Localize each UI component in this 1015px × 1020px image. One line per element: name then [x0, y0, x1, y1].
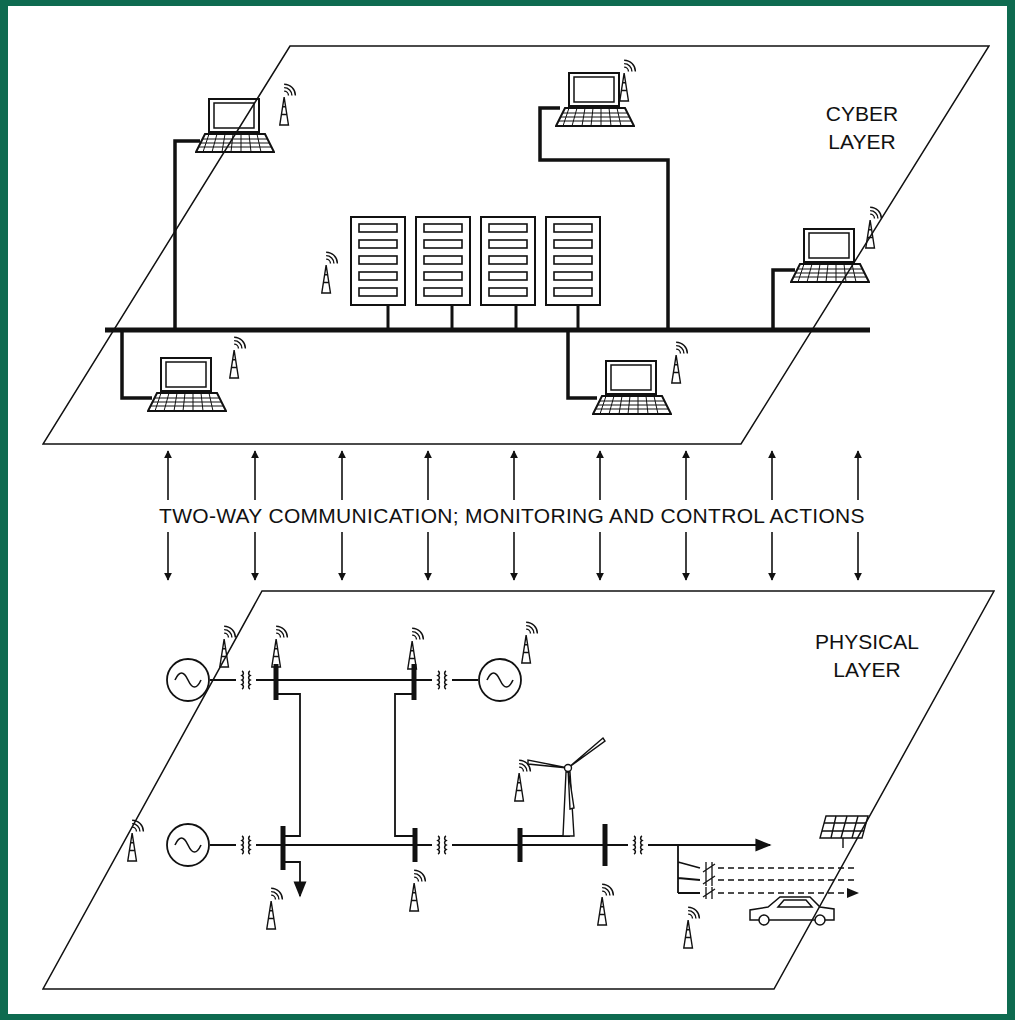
laptops — [148, 73, 869, 414]
power-grid — [210, 680, 858, 896]
antennas — [128, 60, 882, 948]
edge-label: TWO-WAY COMMUNICATION; MONITORING AND CO… — [153, 500, 871, 532]
wind-turbine — [528, 738, 605, 836]
physical-layer-plane: PHYSICAL LAYER — [42, 590, 995, 990]
layer-title: CYBER LAYER — [802, 100, 922, 156]
electric-car — [750, 897, 834, 925]
cyber-layer-plane: CYBER LAYER — [42, 45, 990, 445]
transformers — [242, 671, 642, 854]
layer-title: PHYSICAL LAYER — [797, 628, 937, 684]
generators — [167, 659, 521, 866]
buses — [276, 664, 605, 870]
switches — [703, 862, 715, 899]
server-racks — [351, 217, 600, 305]
